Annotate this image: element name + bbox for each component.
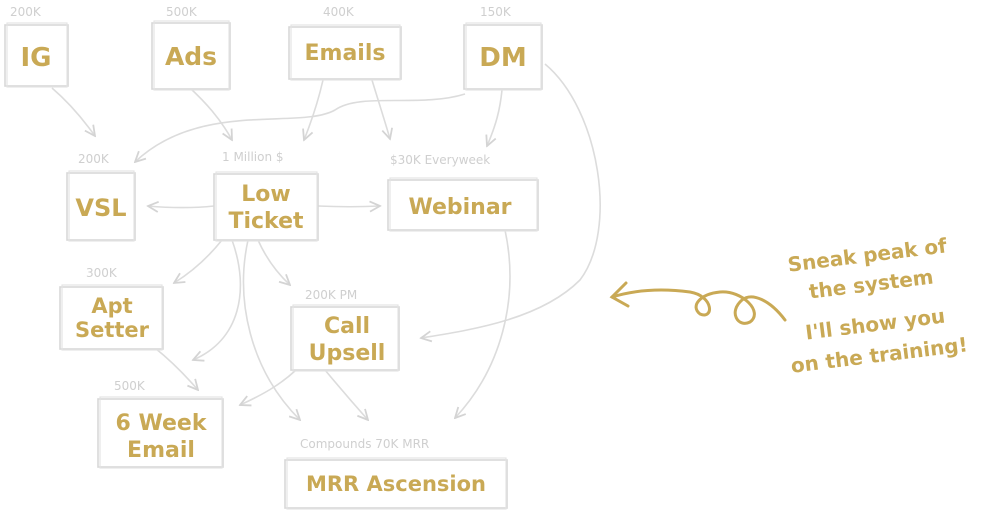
edge-lowticket-callupsell bbox=[257, 239, 290, 285]
edge-ig-vsl bbox=[51, 87, 95, 136]
edge-webinar-mrr bbox=[455, 229, 511, 418]
caption-ads: 500K bbox=[166, 5, 198, 19]
edge-aptsetter-sixweek bbox=[154, 347, 198, 390]
caption-vsl: 200K bbox=[78, 152, 110, 166]
captions: 200K 500K 400K 150K 200K 1 Million $ $30… bbox=[10, 5, 512, 451]
edge-dm-webinar bbox=[487, 89, 503, 146]
caption-callupsell: 200K PM bbox=[305, 288, 357, 302]
node-sixweek-line1: 6 Week bbox=[116, 411, 208, 436]
node-ig-label: IG bbox=[20, 43, 51, 73]
annotation: Sneak peak of the system I'll show you o… bbox=[609, 233, 969, 378]
node-aptsetter-line2: Setter bbox=[75, 318, 150, 342]
caption-dm: 150K bbox=[480, 5, 512, 19]
node-callupsell: Call Upsell bbox=[290, 304, 400, 372]
node-emails-label: Emails bbox=[305, 41, 386, 66]
node-vsl-label: VSL bbox=[75, 194, 126, 222]
curly-arrow-icon bbox=[610, 288, 787, 325]
edge-emails-webinar bbox=[371, 79, 390, 139]
caption-ig: 200K bbox=[10, 5, 42, 19]
node-dm: DM bbox=[463, 22, 543, 91]
node-ads: Ads bbox=[151, 20, 231, 91]
node-mrr-label: MRR Ascension bbox=[306, 472, 486, 496]
node-lowticket-line1: Low bbox=[241, 182, 290, 207]
node-lowticket-line2: Ticket bbox=[228, 209, 304, 234]
edge-dm-callupsell bbox=[421, 63, 601, 338]
edge-emails-lowticket bbox=[304, 79, 324, 140]
edge-callupsell-sixweek bbox=[240, 369, 297, 405]
edge-lowticket-mrr bbox=[242, 239, 300, 420]
edge-dm-vsl bbox=[135, 93, 466, 162]
caption-lowticket: 1 Million $ bbox=[222, 150, 284, 164]
edge-lowticket-aptsetter bbox=[174, 239, 223, 283]
caption-webinar: $30K Everyweek bbox=[390, 153, 490, 167]
edge-lowticket-webinar bbox=[317, 206, 380, 207]
caption-aptsetter: 300K bbox=[86, 266, 118, 280]
edge-lowticket-vsl bbox=[148, 206, 215, 208]
edge-lowticket-sixweek bbox=[193, 239, 242, 360]
caption-mrr: Compounds 70K MRR bbox=[300, 437, 429, 451]
node-callupsell-line1: Call bbox=[324, 314, 370, 339]
node-dm-label: DM bbox=[479, 43, 526, 73]
node-lowticket: Low Ticket bbox=[213, 171, 319, 242]
node-webinar-label: Webinar bbox=[408, 195, 511, 220]
node-sixweek: 6 Week Email bbox=[97, 396, 224, 469]
edge-ads-lowticket bbox=[189, 87, 232, 140]
node-callupsell-line2: Upsell bbox=[309, 341, 386, 366]
edge-callupsell-mrr bbox=[324, 369, 368, 420]
node-ig: IG bbox=[4, 22, 69, 88]
node-emails: Emails bbox=[288, 24, 402, 81]
caption-sixweek: 500K bbox=[114, 379, 146, 393]
node-webinar: Webinar bbox=[387, 177, 539, 232]
node-ads-label: Ads bbox=[165, 42, 217, 71]
node-sixweek-line2: Email bbox=[127, 438, 195, 463]
caption-emails: 400K bbox=[323, 5, 355, 19]
node-mrr: MRR Ascension bbox=[284, 457, 508, 510]
arrowhead-icon bbox=[609, 281, 630, 308]
node-aptsetter: Apt Setter bbox=[59, 284, 164, 351]
edges bbox=[51, 63, 601, 420]
node-aptsetter-line1: Apt bbox=[91, 294, 132, 318]
node-vsl: VSL bbox=[66, 170, 136, 242]
